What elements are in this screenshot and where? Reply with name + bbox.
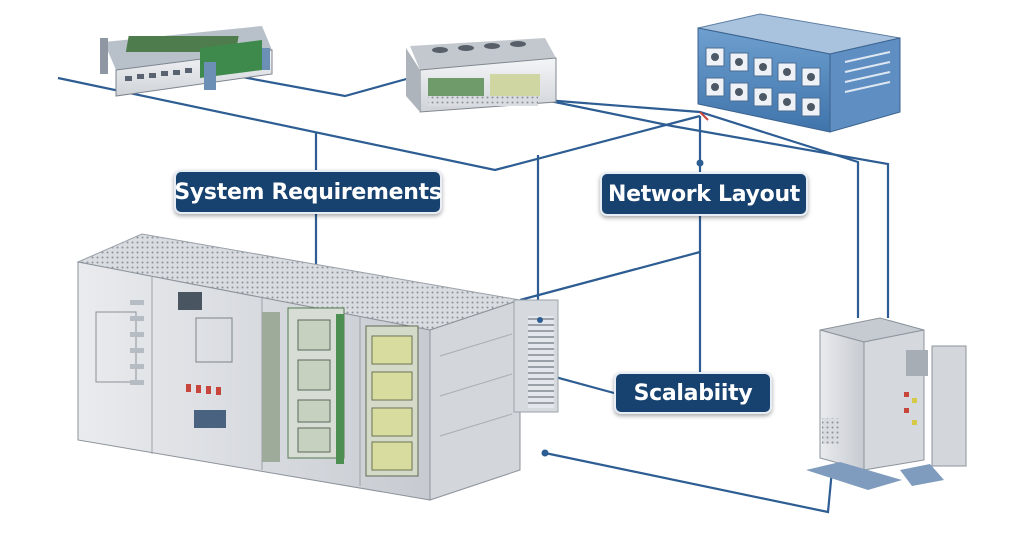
main-equipment-cabinet-icon bbox=[76, 233, 559, 501]
line-server-to-cabinet bbox=[544, 98, 890, 318]
line-switch-to-server bbox=[214, 70, 411, 98]
line-cabinet-diagonal bbox=[519, 250, 701, 302]
rack-server-icon bbox=[406, 38, 557, 113]
rack-switch-icon bbox=[100, 26, 273, 97]
scalability-label: Scalabiity bbox=[614, 372, 772, 414]
line-top-switch-to-center bbox=[57, 76, 701, 172]
patch-panel-icon bbox=[697, 13, 901, 133]
network-layout-label: Network Layout bbox=[600, 172, 808, 216]
system-requirements-label: System Requirements bbox=[174, 170, 442, 214]
line-server-to-patch bbox=[544, 98, 860, 318]
connection-lines bbox=[57, 70, 890, 514]
line-bottom-to-small-cabinet bbox=[544, 451, 834, 514]
small-cabinet-icon bbox=[806, 317, 967, 490]
